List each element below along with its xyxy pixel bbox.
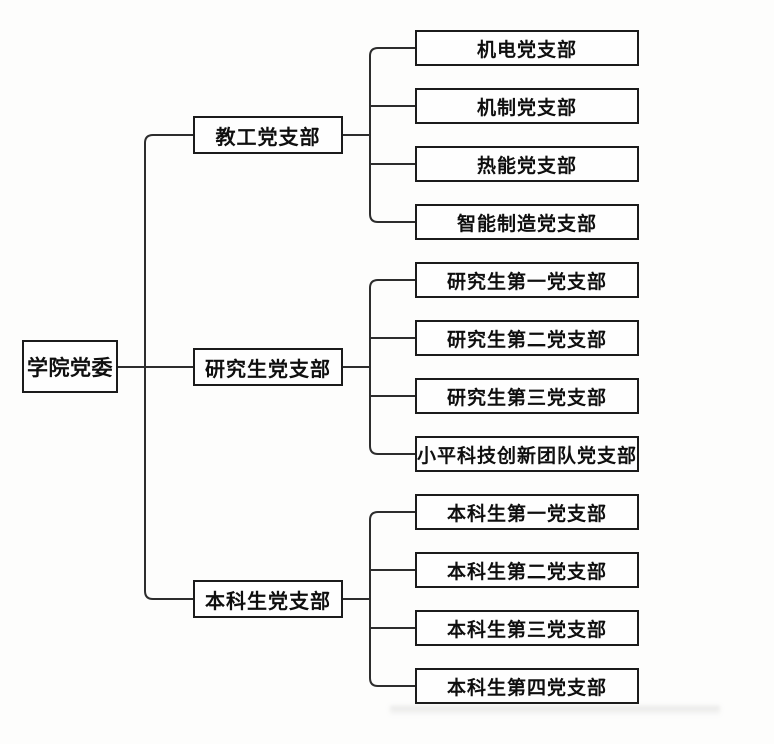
- org-node-leaf: 热能党支部: [415, 146, 639, 182]
- org-node-leaf: 研究生第一党支部: [415, 262, 639, 298]
- connector-group1-trunk: [369, 47, 415, 223]
- org-node-leaf: 研究生第二党支部: [415, 320, 639, 356]
- org-node-leaf: 机制党支部: [415, 88, 639, 124]
- org-node-leaf: 研究生第三党支部: [415, 378, 639, 414]
- org-node-leaf: 本科生第四党支部: [415, 668, 639, 704]
- org-node-leaf: 本科生第二党支部: [415, 552, 639, 588]
- org-node-leaf: 本科生第一党支部: [415, 494, 639, 530]
- photo-shadow-artifact: [390, 706, 720, 716]
- connector-group2-trunk: [369, 279, 415, 455]
- org-node-group-faculty: 教工党支部: [193, 116, 343, 154]
- connector-level1-trunk: [144, 134, 193, 600]
- org-node-group-graduate: 研究生党支部: [193, 348, 343, 386]
- org-node-root: 学院党委: [22, 340, 118, 393]
- org-node-leaf: 智能制造党支部: [415, 204, 639, 240]
- org-node-group-undergraduate: 本科生党支部: [193, 580, 343, 618]
- org-node-leaf: 机电党支部: [415, 30, 639, 66]
- connector-group3-trunk: [369, 511, 415, 687]
- org-node-leaf: 小平科技创新团队党支部: [415, 436, 639, 472]
- org-node-leaf: 本科生第三党支部: [415, 610, 639, 646]
